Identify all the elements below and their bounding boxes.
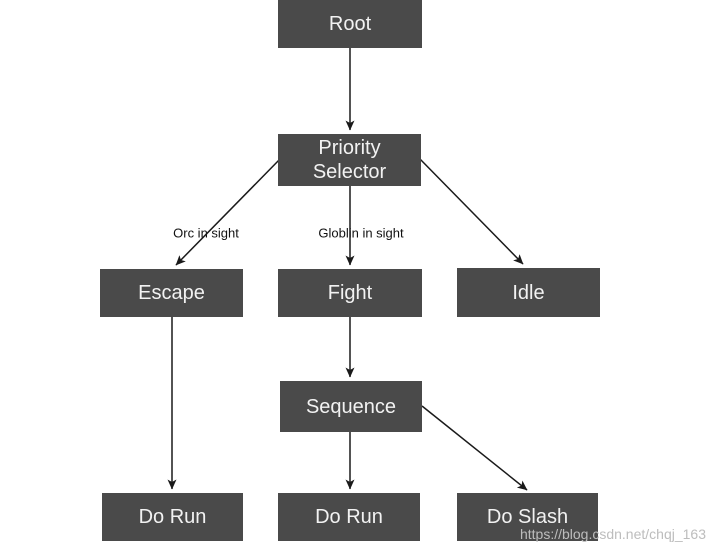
- node-label: Escape: [138, 282, 205, 304]
- node-sequence: Sequence: [280, 381, 422, 432]
- node-do-run-left: Do Run: [102, 493, 243, 541]
- edge-sequence-to-do-slash: [421, 405, 528, 491]
- watermark-url: https://blog.csdn.net/chqj_163: [519, 526, 706, 542]
- edge-label-1: Orc in sight: [173, 225, 239, 241]
- edge-priority-selector-to-escape: [175, 157, 282, 266]
- node-escape: Escape: [100, 269, 243, 317]
- node-label: Fight: [327, 282, 373, 304]
- edge-label-2: Globlin in sight: [318, 225, 404, 241]
- node-do-slash: Do Slash: [457, 493, 598, 541]
- node-idle: Idle: [457, 268, 600, 317]
- edge-priority-selector-to-idle: [418, 157, 524, 265]
- node-priority-selector: Priority Selector: [278, 134, 421, 186]
- node-label: Do Run: [315, 506, 383, 528]
- node-label: Do Slash: [486, 506, 569, 528]
- node-fight: Fight: [278, 269, 422, 317]
- node-label: Sequence: [305, 395, 397, 418]
- node-label: Priority Selector: [312, 137, 387, 183]
- node-label: Do Run: [138, 506, 207, 528]
- node-label: Root: [328, 13, 372, 35]
- node-root: Root: [278, 0, 422, 48]
- node-do-run-mid: Do Run: [278, 493, 420, 541]
- node-label: Idle: [512, 281, 545, 304]
